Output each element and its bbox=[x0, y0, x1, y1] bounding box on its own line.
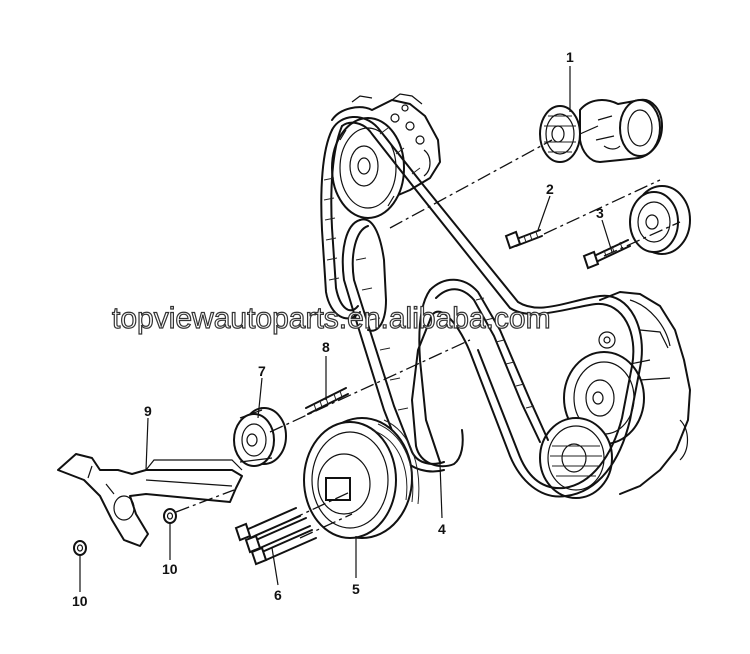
upper-accessory-housing bbox=[331, 93, 441, 197]
idler-pulley-part-3 bbox=[582, 185, 691, 270]
upper-accessory-pulley bbox=[331, 117, 405, 219]
nut-part-10-lower bbox=[73, 540, 87, 556]
bracket-part-9 bbox=[57, 453, 243, 547]
callout-leaders bbox=[79, 66, 613, 592]
watermark-text: topviewautoparts.en.alibaba.com bbox=[112, 302, 551, 335]
callout-3: 3 bbox=[596, 205, 604, 221]
callout-7: 7 bbox=[258, 363, 266, 379]
callout-1: 1 bbox=[566, 49, 574, 65]
callout-labels: 1 2 3 4 5 6 7 8 9 10 10 bbox=[72, 49, 604, 609]
callout-6: 6 bbox=[274, 587, 282, 603]
compressor-pulley bbox=[539, 417, 613, 499]
idler-pulley-part-7 bbox=[233, 407, 287, 467]
callout-4: 4 bbox=[438, 521, 446, 537]
callout-10-b: 10 bbox=[72, 593, 88, 609]
bolt-part-2 bbox=[504, 229, 543, 250]
callout-8: 8 bbox=[322, 339, 330, 355]
belt-tensioner-assembly bbox=[539, 98, 663, 163]
serpentine-belt bbox=[320, 116, 643, 498]
alignment-centerlines bbox=[175, 139, 681, 539]
nut-part-10-upper bbox=[163, 508, 177, 524]
crankshaft-pulley bbox=[303, 417, 420, 539]
callout-5: 5 bbox=[352, 581, 360, 597]
crank-pulley-bolts bbox=[234, 507, 317, 566]
callout-10-a: 10 bbox=[162, 561, 178, 577]
stud-part-8 bbox=[305, 387, 349, 415]
callout-9: 9 bbox=[144, 403, 152, 419]
callout-2: 2 bbox=[546, 181, 554, 197]
